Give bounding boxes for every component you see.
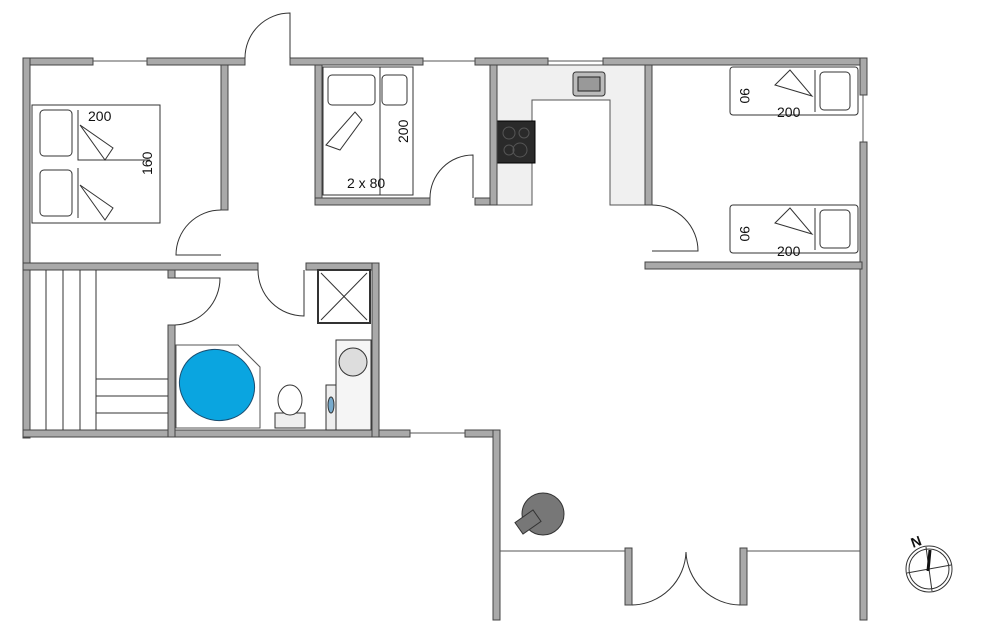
bed-single-1-width: 90 [737, 88, 753, 104]
bed-single-2-length: 200 [777, 243, 801, 259]
bed-twin-length: 200 [395, 119, 411, 143]
stairs [45, 270, 168, 430]
bathtub [175, 344, 261, 429]
bed-single-1 [729, 66, 859, 116]
windows [93, 60, 864, 552]
compass-icon [905, 545, 953, 593]
washbasin [325, 339, 372, 431]
shower [317, 269, 371, 324]
stove-icon [496, 120, 536, 164]
toilet [274, 384, 306, 429]
bed-twin [322, 66, 414, 196]
bed-twin-size: 2 x 80 [347, 175, 385, 191]
compass-north-label: N [909, 532, 924, 550]
bed-single-1-length: 200 [777, 104, 801, 120]
bed-master [31, 104, 161, 224]
doors[interactable] [174, 12, 741, 606]
wood-stove [514, 492, 565, 536]
bed-single-2 [729, 204, 859, 254]
bed-master-width: 160 [139, 151, 155, 175]
walls [22, 57, 868, 621]
bed-master-length: 200 [88, 108, 112, 124]
bed-single-2-width: 90 [737, 226, 753, 242]
